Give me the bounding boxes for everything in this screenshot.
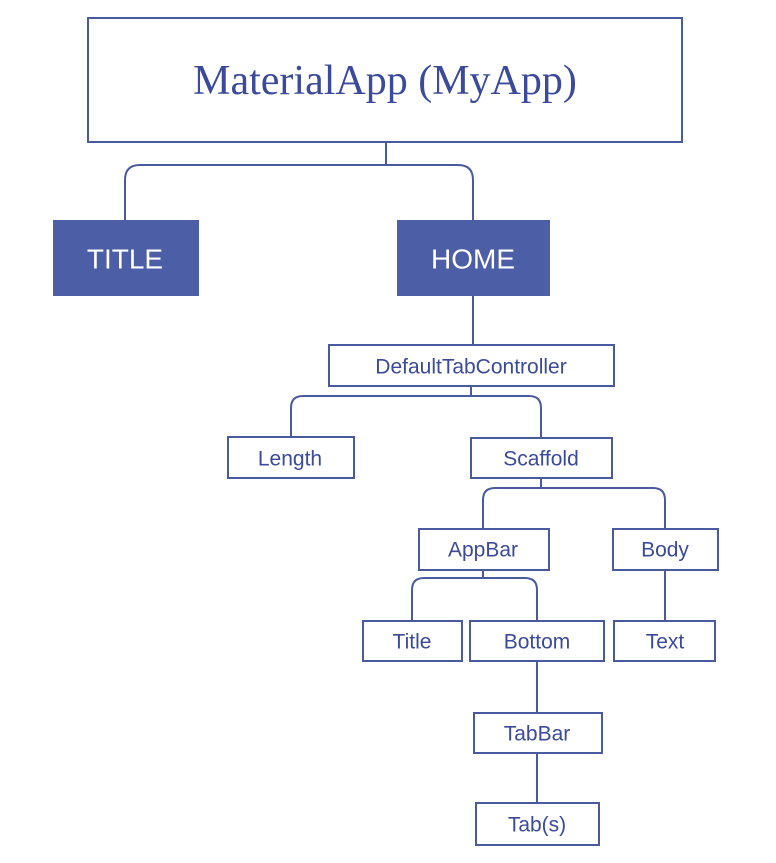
node-length-label: Length (258, 448, 322, 471)
node-tabbar: TabBar (473, 712, 603, 754)
node-bottom-label: Bottom (504, 631, 571, 654)
node-length: Length (227, 436, 355, 479)
node-home: HOME (397, 220, 550, 296)
node-title-label: TITLE (87, 244, 163, 275)
node-body-label: Body (641, 539, 689, 562)
node-tabs: Tab(s) (475, 802, 600, 846)
node-appbar-label: AppBar (448, 539, 518, 562)
node-defaulttabcontroller: DefaultTabController (328, 344, 615, 387)
node-appbar: AppBar (418, 528, 550, 571)
node-tabs-label: Tab(s) (508, 814, 566, 837)
node-defaulttabcontroller-label: DefaultTabController (375, 356, 566, 379)
node-scaffold-label: Scaffold (503, 448, 579, 471)
node-text: Text (613, 620, 716, 662)
connector-scaffold-to-children (482, 478, 666, 529)
node-home-label: HOME (431, 244, 515, 275)
node-appbar-title: Title (362, 620, 463, 662)
node-materialapp: MaterialApp (MyApp) (87, 17, 683, 143)
connectors (124, 142, 666, 803)
node-body: Body (612, 528, 719, 571)
connector-defaulttabcontroller-to-children (290, 386, 542, 438)
connector-appbar-to-children (411, 570, 538, 621)
node-title: TITLE (53, 220, 199, 296)
node-text-label: Text (646, 631, 685, 654)
node-scaffold: Scaffold (470, 437, 613, 479)
node-appbar-title-label: Title (393, 631, 432, 654)
node-materialapp-label: MaterialApp (MyApp) (193, 58, 577, 104)
node-tabbar-label: TabBar (504, 723, 571, 746)
node-bottom: Bottom (469, 620, 605, 662)
connector-root-to-title-home (124, 142, 474, 220)
